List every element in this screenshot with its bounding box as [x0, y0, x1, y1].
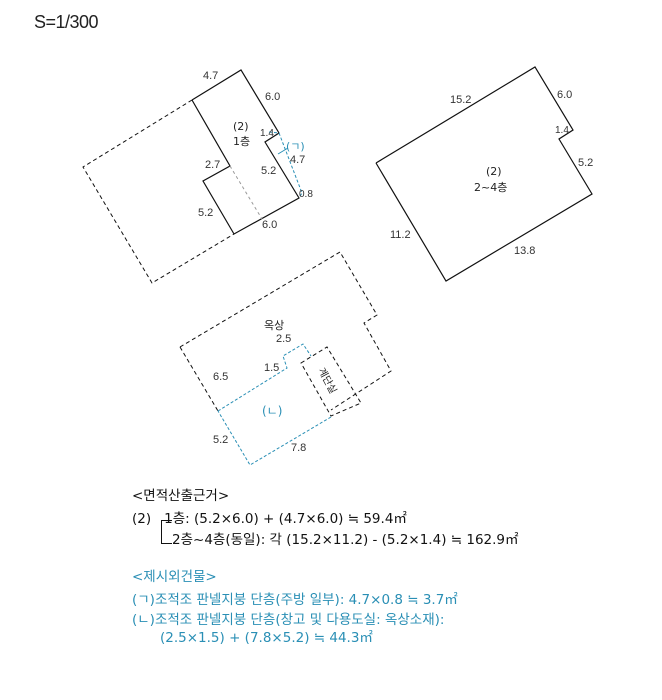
dim-label: 6.0 — [265, 91, 280, 103]
excluded-title: <제시외건물> — [132, 569, 217, 585]
building-id-label: (2) — [486, 165, 502, 178]
excluded-item-n: (ㄴ)조적조 판넬지붕 단층(창고 및 다용도실: 옥상소재): — [132, 612, 445, 628]
dim-label: 2.7 — [205, 159, 220, 171]
dim-label: 5.2 — [261, 165, 276, 177]
notes-section: <면적산출근거> (2) 1층: (5.2×6.0) + (4.7×6.0) ≒ … — [132, 486, 519, 647]
excluded-item-g: (ㄱ)조적조 판넬지붕 단층(주방 일부): 4.7×0.8 ≒ 3.7㎡ — [132, 592, 458, 608]
building-id-label: (2) — [233, 120, 249, 133]
dim-label: 6.0 — [262, 219, 277, 231]
annex-g-label: (ㄱ) — [286, 140, 305, 153]
dim-label: 5.2 — [213, 434, 228, 446]
dim-label: 2.5 — [276, 333, 291, 345]
dim-label: 1.5 — [264, 362, 279, 374]
dim-label: 1.4 — [260, 128, 274, 139]
floor1-calc: 1층: (5.2×6.0) + (4.7×6.0) ≒ 59.4㎡ — [164, 511, 407, 527]
dim-label: 5.2 — [198, 207, 213, 219]
dim-label: 4.7 — [203, 70, 218, 82]
dim-label: 7.8 — [291, 442, 306, 454]
excluded-buildings: <제시외건물> (ㄱ)조적조 판넬지붕 단층(주방 일부): 4.7×0.8 ≒… — [132, 567, 519, 647]
excluded-item-n-calc: (2.5×1.5) + (7.8×5.2) ≒ 44.3㎡ — [160, 630, 373, 646]
area-basis-title: <면적산출근거> — [132, 488, 230, 504]
roof-label: 옥상 — [264, 319, 284, 332]
floor2-4-calc: 2층~4층(동일): 각 (15.2×11.2) - (5.2×1.4) ≒ 1… — [172, 532, 519, 548]
dim-label: 6.0 — [557, 89, 572, 101]
annex-n-label: (ㄴ) — [262, 404, 282, 418]
dim-label: 11.2 — [390, 229, 411, 241]
dim-label: 0.8 — [299, 189, 313, 200]
floor2-4-plan: 15.2 6.0 1.4 5.2 13.8 11.2 (2) 2~4층 — [375, 66, 593, 282]
floor-label: 2~4층 — [474, 181, 507, 194]
rooftop-plan: 6.5 1.5 2.5 5.2 7.8 옥상 (ㄴ) 계단실 — [179, 251, 392, 466]
floor1-plan: 4.7 6.0 1.4 5.2 0.8 6.0 5.2 2.7 4.7 (ㄱ) … — [82, 69, 313, 284]
dim-label: 6.5 — [213, 371, 228, 383]
scale-label: S=1/300 — [34, 12, 99, 32]
dim-label: 5.2 — [578, 157, 593, 169]
dim-label: 1.4 — [555, 125, 569, 136]
building-id: (2) — [132, 511, 152, 527]
dim-label: 15.2 — [450, 94, 471, 106]
dim-label: 4.7 — [290, 154, 305, 166]
stair-label: 계단실 — [315, 366, 339, 396]
floor-plan-drawing: 4.7 6.0 1.4 5.2 0.8 6.0 5.2 2.7 4.7 (ㄱ) … — [82, 66, 593, 466]
area-calculation: (2) 1층: (5.2×6.0) + (4.7×6.0) ≒ 59.4㎡ 2층~… — [132, 509, 519, 551]
bracket-line — [161, 520, 172, 544]
dim-label: 13.8 — [514, 245, 535, 257]
floor-label: 1층 — [233, 135, 250, 148]
